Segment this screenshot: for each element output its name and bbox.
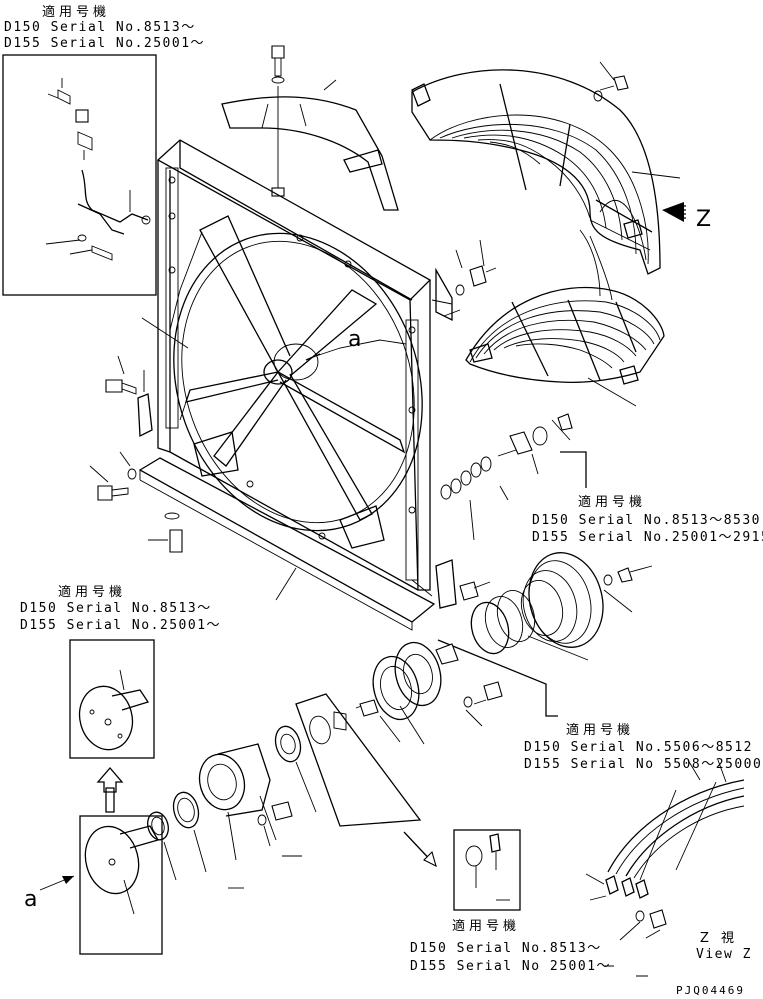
view-z-letter: Z [696,207,711,232]
inset-box-bottom-left [79,815,163,955]
callout-right-middle [437,639,558,717]
inset-box-top-left [2,54,157,296]
pulley-assembly [411,552,653,661]
note-top-left: 適用号機 D150 Serial No.8513～ D155 Serial No… [4,4,205,51]
note-left-middle-heading: 適用号機 [58,584,126,600]
note-top-left-line1: D150 Serial No.8513～ [4,20,196,35]
bottom-parts [147,725,317,889]
note-right-middle: 適用号機 D150 Serial No.5506～8512 D155 Seria… [524,722,762,772]
fan-guard [411,61,681,407]
inset-left-middle-hub [78,669,150,751]
mid-bracket-hardware [431,239,497,322]
fan-shroud-frame [156,139,432,591]
note-bottom-line1: D150 Serial No.8513～ [410,941,602,956]
up-arrow [96,767,124,793]
note-top-left-line2: D155 Serial No.25001～ [4,36,205,51]
note-left-middle-line1: D150 Serial No.8513～ [20,601,212,616]
inset-box-left-middle [69,639,155,759]
note-left-middle-line2: D155 Serial No.25001～ [20,618,221,633]
note-left-middle: 適用号機 D150 Serial No.8513～ D155 Serial No… [20,584,221,633]
detail-a-label-left: a [24,887,37,912]
note-right-middle-line1: D150 Serial No.5506～8512 [524,740,753,755]
note-bottom-heading: 適用号機 [452,918,520,934]
view-z-detail [585,759,745,941]
view-z-arrow: Z [662,202,711,232]
note-right-upper-line2: D155 Serial No.25001～29153 [532,530,763,545]
inset-bottom-plate [465,833,510,901]
note-bottom: 適用号機 D150 Serial No.8513～ D155 Serial No… [410,918,611,974]
note-right-middle-heading: 適用号機 [566,722,634,738]
note-top-left-heading: 適用号機 [42,4,110,20]
note-right-upper: 適用号機 D150 Serial No.8513～8530 D155 Seria… [532,494,763,545]
detail-a-label-top: a [348,327,361,352]
inset-box-bottom [453,829,521,911]
left-side-hardware [89,355,183,553]
upper-shroud-segment [221,45,399,211]
inset-top-left-parts [45,78,151,261]
note-bottom-line2: D155 Serial No 25001～ [410,959,611,974]
drive-parts [309,641,503,745]
drawing-id: PJQ04469 [676,984,745,997]
view-z-caption-jp: Z 視 [700,931,738,946]
note-right-upper-line1: D150 Serial No.8513～8530 [532,513,761,528]
note-right-upper-heading: 適用号機 [578,494,646,510]
note-right-middle-line2: D155 Serial No 5508～25000 [524,757,762,772]
spindle-stack [440,413,587,541]
view-z-caption-en: View Z [696,947,752,962]
inset-bottom-left-hub [84,825,159,915]
callout-polygon [295,693,422,827]
base-plate [138,457,436,631]
